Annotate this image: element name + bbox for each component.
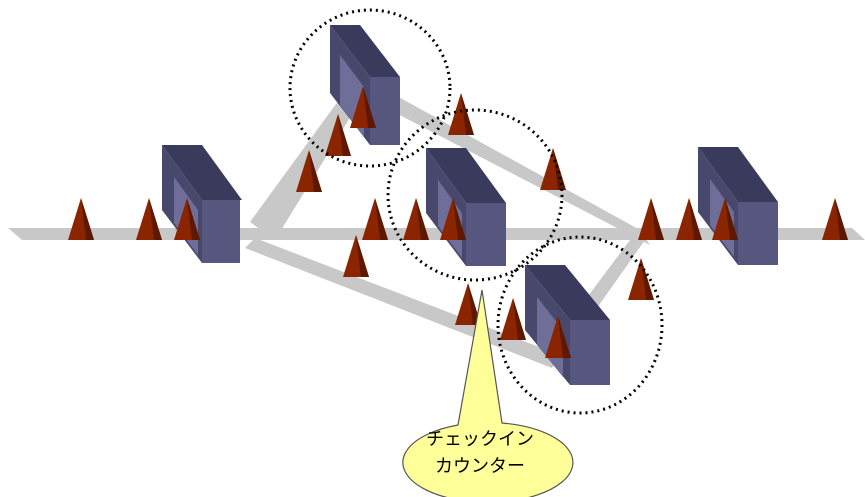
checkin-counter-icon	[698, 147, 778, 265]
person-cone-icon	[500, 298, 526, 340]
counter-top	[330, 25, 400, 77]
counter-face	[202, 200, 240, 263]
highlight-circle-bottom	[496, 235, 664, 415]
person-cone-icon	[350, 86, 376, 128]
person-cone-icon	[68, 198, 94, 240]
checkin-counter-icon	[525, 265, 610, 385]
checkin-counter-icon	[426, 148, 506, 266]
person-cone-icon	[343, 235, 369, 277]
person-cone-icon	[136, 198, 162, 240]
highlight-circles	[288, 8, 664, 415]
callout-line-2: カウンター	[435, 456, 525, 477]
person-cone-icon	[296, 150, 322, 192]
person-cone-icon	[638, 198, 664, 240]
person-cone-icon	[676, 198, 702, 240]
person-cone-icon	[325, 114, 351, 156]
checkin-counter-icon	[162, 145, 242, 263]
counter-top	[698, 147, 778, 202]
callout-line-1: チェックイン	[426, 429, 534, 450]
counter-top	[426, 148, 506, 203]
person-cone-icon	[362, 198, 388, 240]
person-cone-icon	[174, 198, 200, 240]
person-cone-icon	[628, 258, 654, 300]
callout: チェックイン カウンター	[402, 289, 574, 497]
callout-bubble	[402, 289, 574, 497]
person-cone-icon	[712, 198, 738, 240]
person-cone-icon	[440, 198, 466, 240]
person-cone-icon	[403, 198, 429, 240]
counter-top	[525, 265, 610, 320]
counter-top	[162, 145, 242, 200]
person-cone-icon	[822, 198, 848, 240]
person-cone-icon	[545, 316, 571, 358]
person-cone-icon	[448, 93, 474, 135]
checkin-counter-icon	[330, 25, 400, 145]
counter-face	[570, 320, 610, 385]
highlight-circle-top	[288, 8, 452, 168]
counter-face	[466, 203, 506, 266]
highlight-circle-middle	[386, 108, 564, 282]
counter-face	[370, 77, 400, 145]
people	[68, 86, 848, 358]
counter-face	[738, 202, 778, 265]
